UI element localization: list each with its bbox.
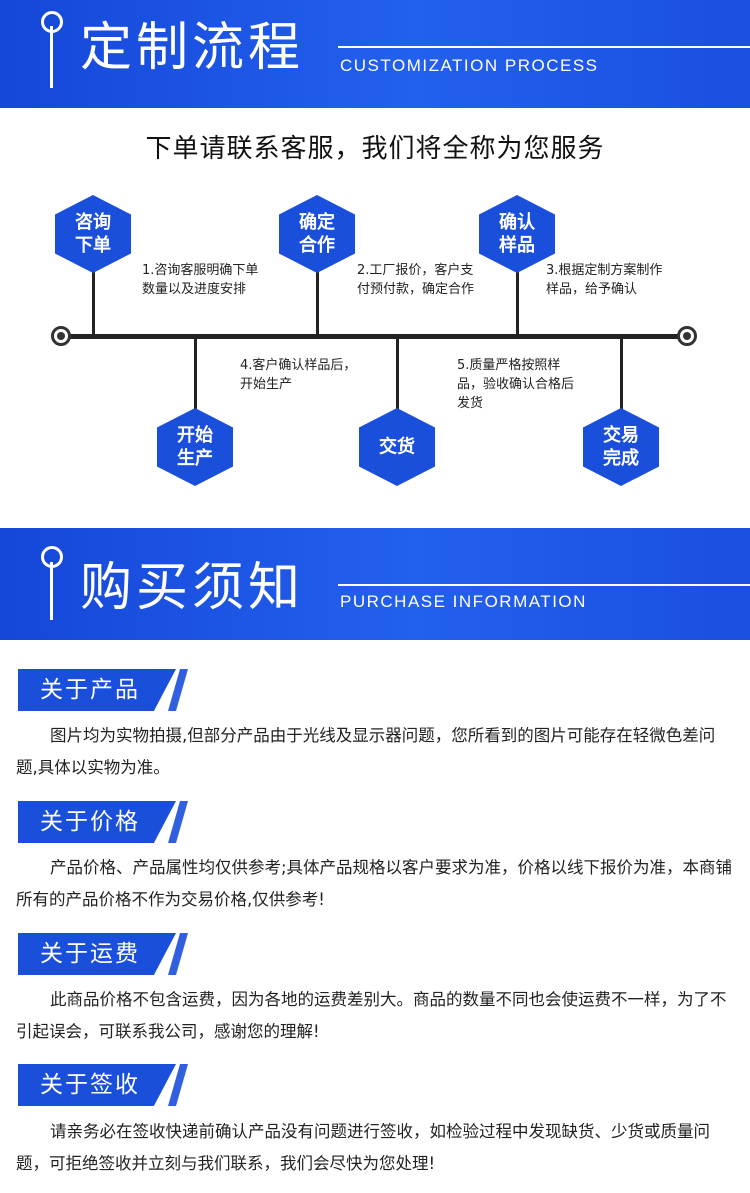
step-3-text: 3.根据定制方案制作样品，给予确认 [546,263,663,297]
step-5-text: 5.质量严格按照样品，验收确认合格后发货 [457,358,575,411]
notice-text-product: 图片均为实物拍摄,但部分产品由于光线及显示器问题，您所看到的图片可能存在轻微色差… [16,726,716,777]
timeline-axis [68,334,688,339]
step-2-text: 2.工厂报价，客户支付预付款，确定合作 [357,263,475,297]
notice-tag-price: 关于价格 [18,801,188,843]
stem-step-1 [92,250,95,336]
notice-tag-product: 关于产品 [18,669,188,711]
step-badge-start-production: 开始生产 [157,408,233,486]
timeline-start-node [51,326,71,346]
step-badge-delivery: 交货 [359,408,435,486]
notice-tag-signing: 关于签收 [18,1064,188,1106]
stem-step-2 [316,250,319,336]
customization-banner: 定制流程 CUSTOMIZATION PROCESS [0,0,750,108]
pin-stem [50,562,53,620]
step-1-text: 1.咨询客服明确下单数量以及进度安排 [142,263,259,297]
stem-step-4 [194,338,197,418]
stem-step-3 [516,250,519,336]
notice-text-shipping: 此商品价格不包含运费，因为各地的运费差别大。商品的数量不同也会使运费不一样，为了… [16,990,727,1041]
step-badge-deal-complete: 交易完成 [583,408,659,486]
service-headline: 下单请联系客服，我们将全称为您服务 [145,134,605,164]
step-4-text: 4.客户确认样品后，开始生产 [240,358,357,392]
stem-step-5 [396,338,399,418]
step-badge-confirm-cooperation: 确定合作 [279,195,355,273]
notice-tag-shipping: 关于运费 [18,933,188,975]
step-badge-inquire: 咨询下单 [55,195,131,273]
pin-stem [50,26,53,88]
section-title-customization: 定制流程 [80,18,305,78]
notice-text-price: 产品价格、产品属性均仅供参考;具体产品规格以客户要求为准，价格以线下报价为准，本… [16,858,733,909]
purchase-banner: 购买须知 PURCHASE INFORMATION [0,528,750,640]
section-title-purchase: 购买须知 [80,558,305,618]
stem-step-6 [620,338,623,418]
banner-rule [338,584,750,586]
section-subtitle-customization: CUSTOMIZATION PROCESS [340,56,599,75]
step-badge-confirm-sample: 确认样品 [479,195,555,273]
banner-rule [338,46,750,48]
notice-text-signing: 请亲务必在签收快递前确认产品没有问题进行签收，如检验过程中发现缺货、少货或质量问… [16,1122,710,1173]
timeline-end-node [677,326,697,346]
section-subtitle-purchase: PURCHASE INFORMATION [340,592,587,611]
